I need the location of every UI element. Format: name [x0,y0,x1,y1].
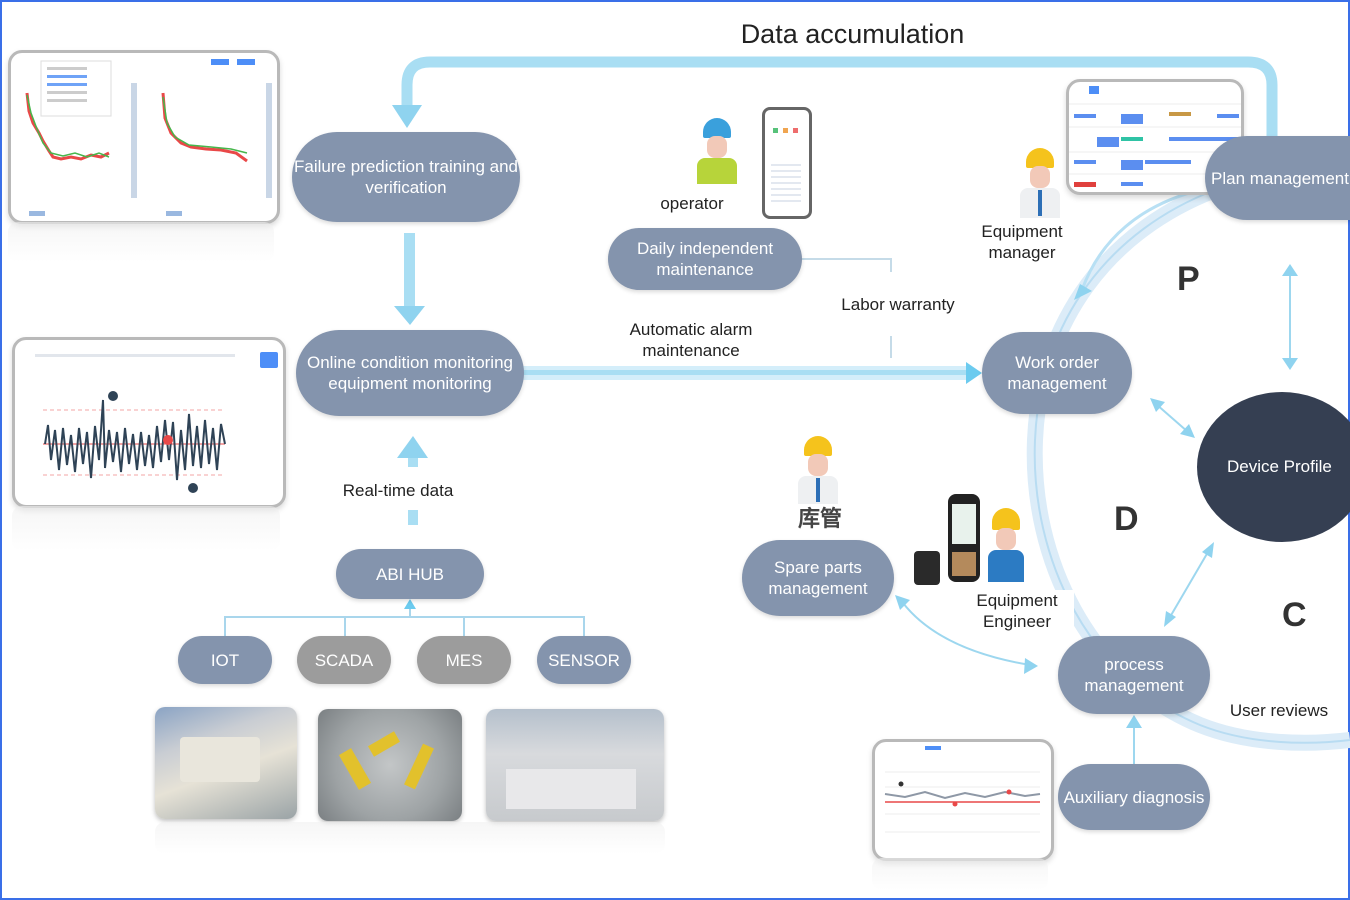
equipment-manager-avatar-icon [1020,148,1060,218]
realtime-arrow-lower [408,510,418,525]
calendar-graphic [1069,86,1241,187]
trend-chart-graphic [25,59,272,216]
pda-device-icon [948,494,980,582]
factory-photo-robot-cell [318,709,462,821]
vibration-chart-thumbnail [12,337,286,508]
node-daily-maintenance[interactable]: Daily independent maintenance [608,228,802,290]
prediction-to-monitoring-arrowhead [394,306,425,325]
vibration-chart-graphic [35,352,278,493]
pdca-letter-p: P [1177,260,1200,298]
equipment-engineer-avatar-icon [988,508,1024,582]
failure-trend-chart-thumbnail [8,50,280,224]
prediction-to-monitoring-arrow [404,233,415,308]
workorder-device-arrowhead-b [1180,424,1195,438]
page-title: Data accumulation [740,19,965,49]
label-user-reviews: User reviews [1215,700,1343,721]
plan-to-workorder-arrowhead [1074,284,1092,300]
data-accumulation-arrow [401,56,1278,140]
realtime-arrowhead [397,436,428,458]
device-profile-label: Device Profile [1227,457,1332,476]
thumbnail-reflection [872,858,1048,890]
pdca-ring-inner [1033,189,1350,744]
factory-photo-press-line [155,707,297,819]
node-plan-management[interactable]: Plan management [1205,136,1350,220]
node-spare-parts-management[interactable]: Spare parts management [742,540,894,616]
source-tree-connector [224,605,585,638]
plan-device-arrowhead-down [1282,358,1298,370]
node-auxiliary-diagnosis[interactable]: Auxiliary diagnosis [1058,764,1210,830]
node-mes[interactable]: MES [417,636,511,684]
daily-maintenance-connector [800,258,892,272]
label-operator: operator [660,194,724,213]
spare-process-arrowhead-b [1024,658,1038,674]
node-failure-prediction[interactable]: Failure prediction training and verifica… [292,132,520,222]
node-abi-hub[interactable]: ABI HUB [336,549,484,599]
diagnosis-chart-thumbnail [872,739,1054,861]
machine-shape [506,769,636,809]
mobile-phone-icon [762,107,812,219]
node-sensor[interactable]: SENSOR [537,636,631,684]
node-online-monitoring[interactable]: Online condition monitoring equipment mo… [296,330,524,416]
label-equipment-manager: Equipment manager [981,222,1063,262]
factory-photo-assembly-line [486,709,664,821]
spare-process-arrow [902,602,1031,666]
photo-reflection [155,822,665,854]
robot-arm-shape [404,743,434,790]
plan-calendar-thumbnail [1066,79,1244,195]
diagnosis-chart-graphic [884,746,1041,833]
handheld-scanner-icon [914,551,940,585]
data-accumulation-arrowhead [392,105,422,128]
node-device-profile[interactable]: Device Profile [1197,392,1350,542]
spare-process-arrowhead-a [895,595,910,610]
robot-arm-shape [338,748,372,790]
pdca-letter-c: C [1282,596,1307,634]
machine-shape [180,737,260,782]
monitoring-to-workorder-arrow-core [520,370,968,375]
plan-device-arrowhead-up [1282,264,1298,276]
label-automatic-alarm: Automatic alarm maintenance [629,320,753,360]
thumbnail-reflection [8,222,274,262]
warehouse-keeper-avatar-icon [798,436,838,504]
realtime-arrow-upper [408,455,418,467]
process-device-arrowhead-a [1202,542,1214,558]
pdca-letter-d: D [1114,500,1139,538]
label-equipment-engineer: Equipment Engineer [960,590,1074,632]
node-scada[interactable]: SCADA [297,636,391,684]
label-warehouse-keeper: 库管 [797,506,842,531]
process-device-arrowhead-b [1164,611,1176,627]
monitoring-to-workorder-arrowhead [966,362,982,384]
thumbnail-reflection [12,506,280,551]
operator-avatar-icon [697,118,737,184]
node-work-order-management[interactable]: Work order management [982,332,1132,414]
workorder-device-arrow [1155,403,1189,433]
node-process-management[interactable]: process management [1058,636,1210,714]
process-device-arrow [1169,551,1209,618]
plan-to-workorder-arrow [1080,188,1201,291]
workorder-device-arrowhead-a [1150,398,1165,412]
label-labor-warranty: Labor warranty [841,295,955,314]
label-real-time-data: Real-time data [330,480,466,501]
node-iot[interactable]: IOT [178,636,272,684]
abi-hub-arrowhead [404,599,416,609]
aux-to-process-arrowhead [1126,715,1142,728]
robot-arm-shape [368,731,400,757]
